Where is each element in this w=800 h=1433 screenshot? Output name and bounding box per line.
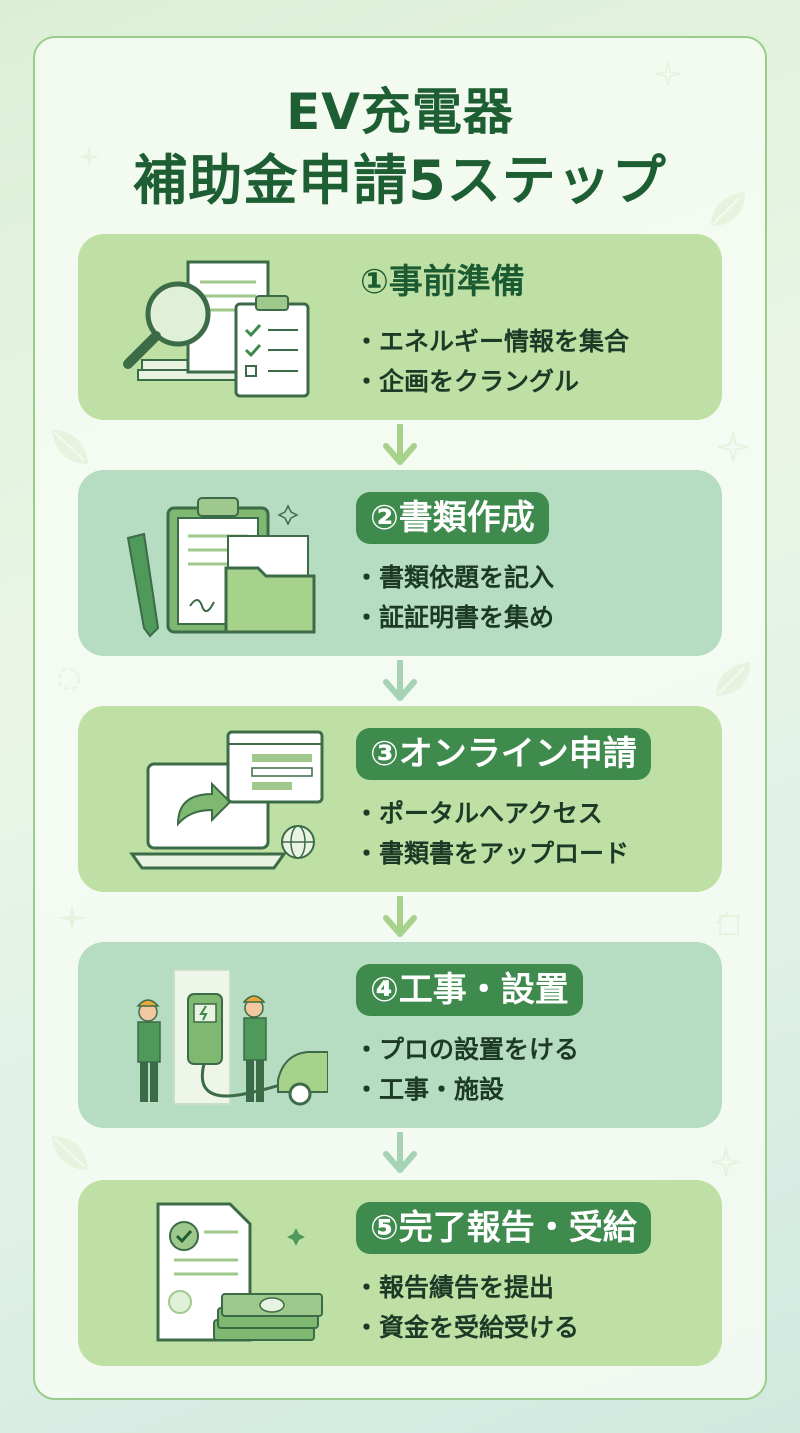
- laptop-upload-globe-icon: [129, 730, 324, 870]
- step-card-3: ③オンライン申請 ポータルへアクセス 書類書をアップロード: [78, 706, 722, 892]
- list-item: 書類書をアップロード: [378, 834, 629, 874]
- step-heading-1: ①事前準備: [360, 262, 525, 302]
- step-bullets-1: エネルギー情報を集合 企画をクラングル: [378, 322, 629, 402]
- workers-ev-charger-icon: [136, 969, 328, 1106]
- list-item: 書類依題を記入: [378, 558, 554, 598]
- step-card-2: ②書類作成 書類依題を記入 証証明書を集め: [78, 470, 722, 656]
- step-heading-5: ⑤完了報告・受給: [356, 1202, 651, 1254]
- list-item: 工事・施設: [378, 1070, 579, 1110]
- step-bullets-3: ポータルへアクセス 書類書をアップロード: [378, 794, 629, 874]
- list-item: 企画をクラングル: [378, 362, 629, 402]
- step-card-1: ①事前準備 エネルギー情報を集合 企画をクラングル: [78, 234, 722, 420]
- list-item: ポータルへアクセス: [378, 794, 629, 834]
- list-item: エネルギー情報を集合: [378, 322, 629, 362]
- page-title-line2: 補助金申請5ステップ: [133, 149, 667, 212]
- step-bullets-5: 報告績告を提出 資金を受給受ける: [378, 1268, 579, 1348]
- list-item: 報告績告を提出: [378, 1268, 579, 1308]
- arrow-down-icon: [383, 1132, 417, 1173]
- step-bullets-2: 書類依題を記入 証証明書を集め: [378, 558, 554, 638]
- arrow-down-icon: [383, 896, 417, 937]
- certificate-money-icon: [156, 1202, 323, 1342]
- arrow-down-icon: [383, 424, 417, 465]
- arrow-down-icon: [383, 660, 417, 701]
- magnifier-documents-icon: [123, 260, 310, 398]
- step-card-5: ⑤完了報告・受給 報告績告を提出 資金を受給受ける: [78, 1180, 722, 1366]
- step-card-4: ④工事・設置 プロの設置をける 工事・施設: [78, 942, 722, 1128]
- list-item: プロの設置をける: [378, 1030, 579, 1070]
- list-item: 証証明書を集め: [378, 598, 554, 638]
- list-item: 資金を受給受ける: [378, 1308, 579, 1348]
- step-heading-3: ③オンライン申請: [356, 728, 651, 780]
- clipboard-pen-folder-icon: [126, 497, 316, 638]
- page-title-line1: EV充電器: [286, 83, 514, 141]
- step-heading-2: ②書類作成: [356, 492, 549, 544]
- step-bullets-4: プロの設置をける 工事・施設: [378, 1030, 579, 1110]
- step-heading-4: ④工事・設置: [356, 964, 583, 1016]
